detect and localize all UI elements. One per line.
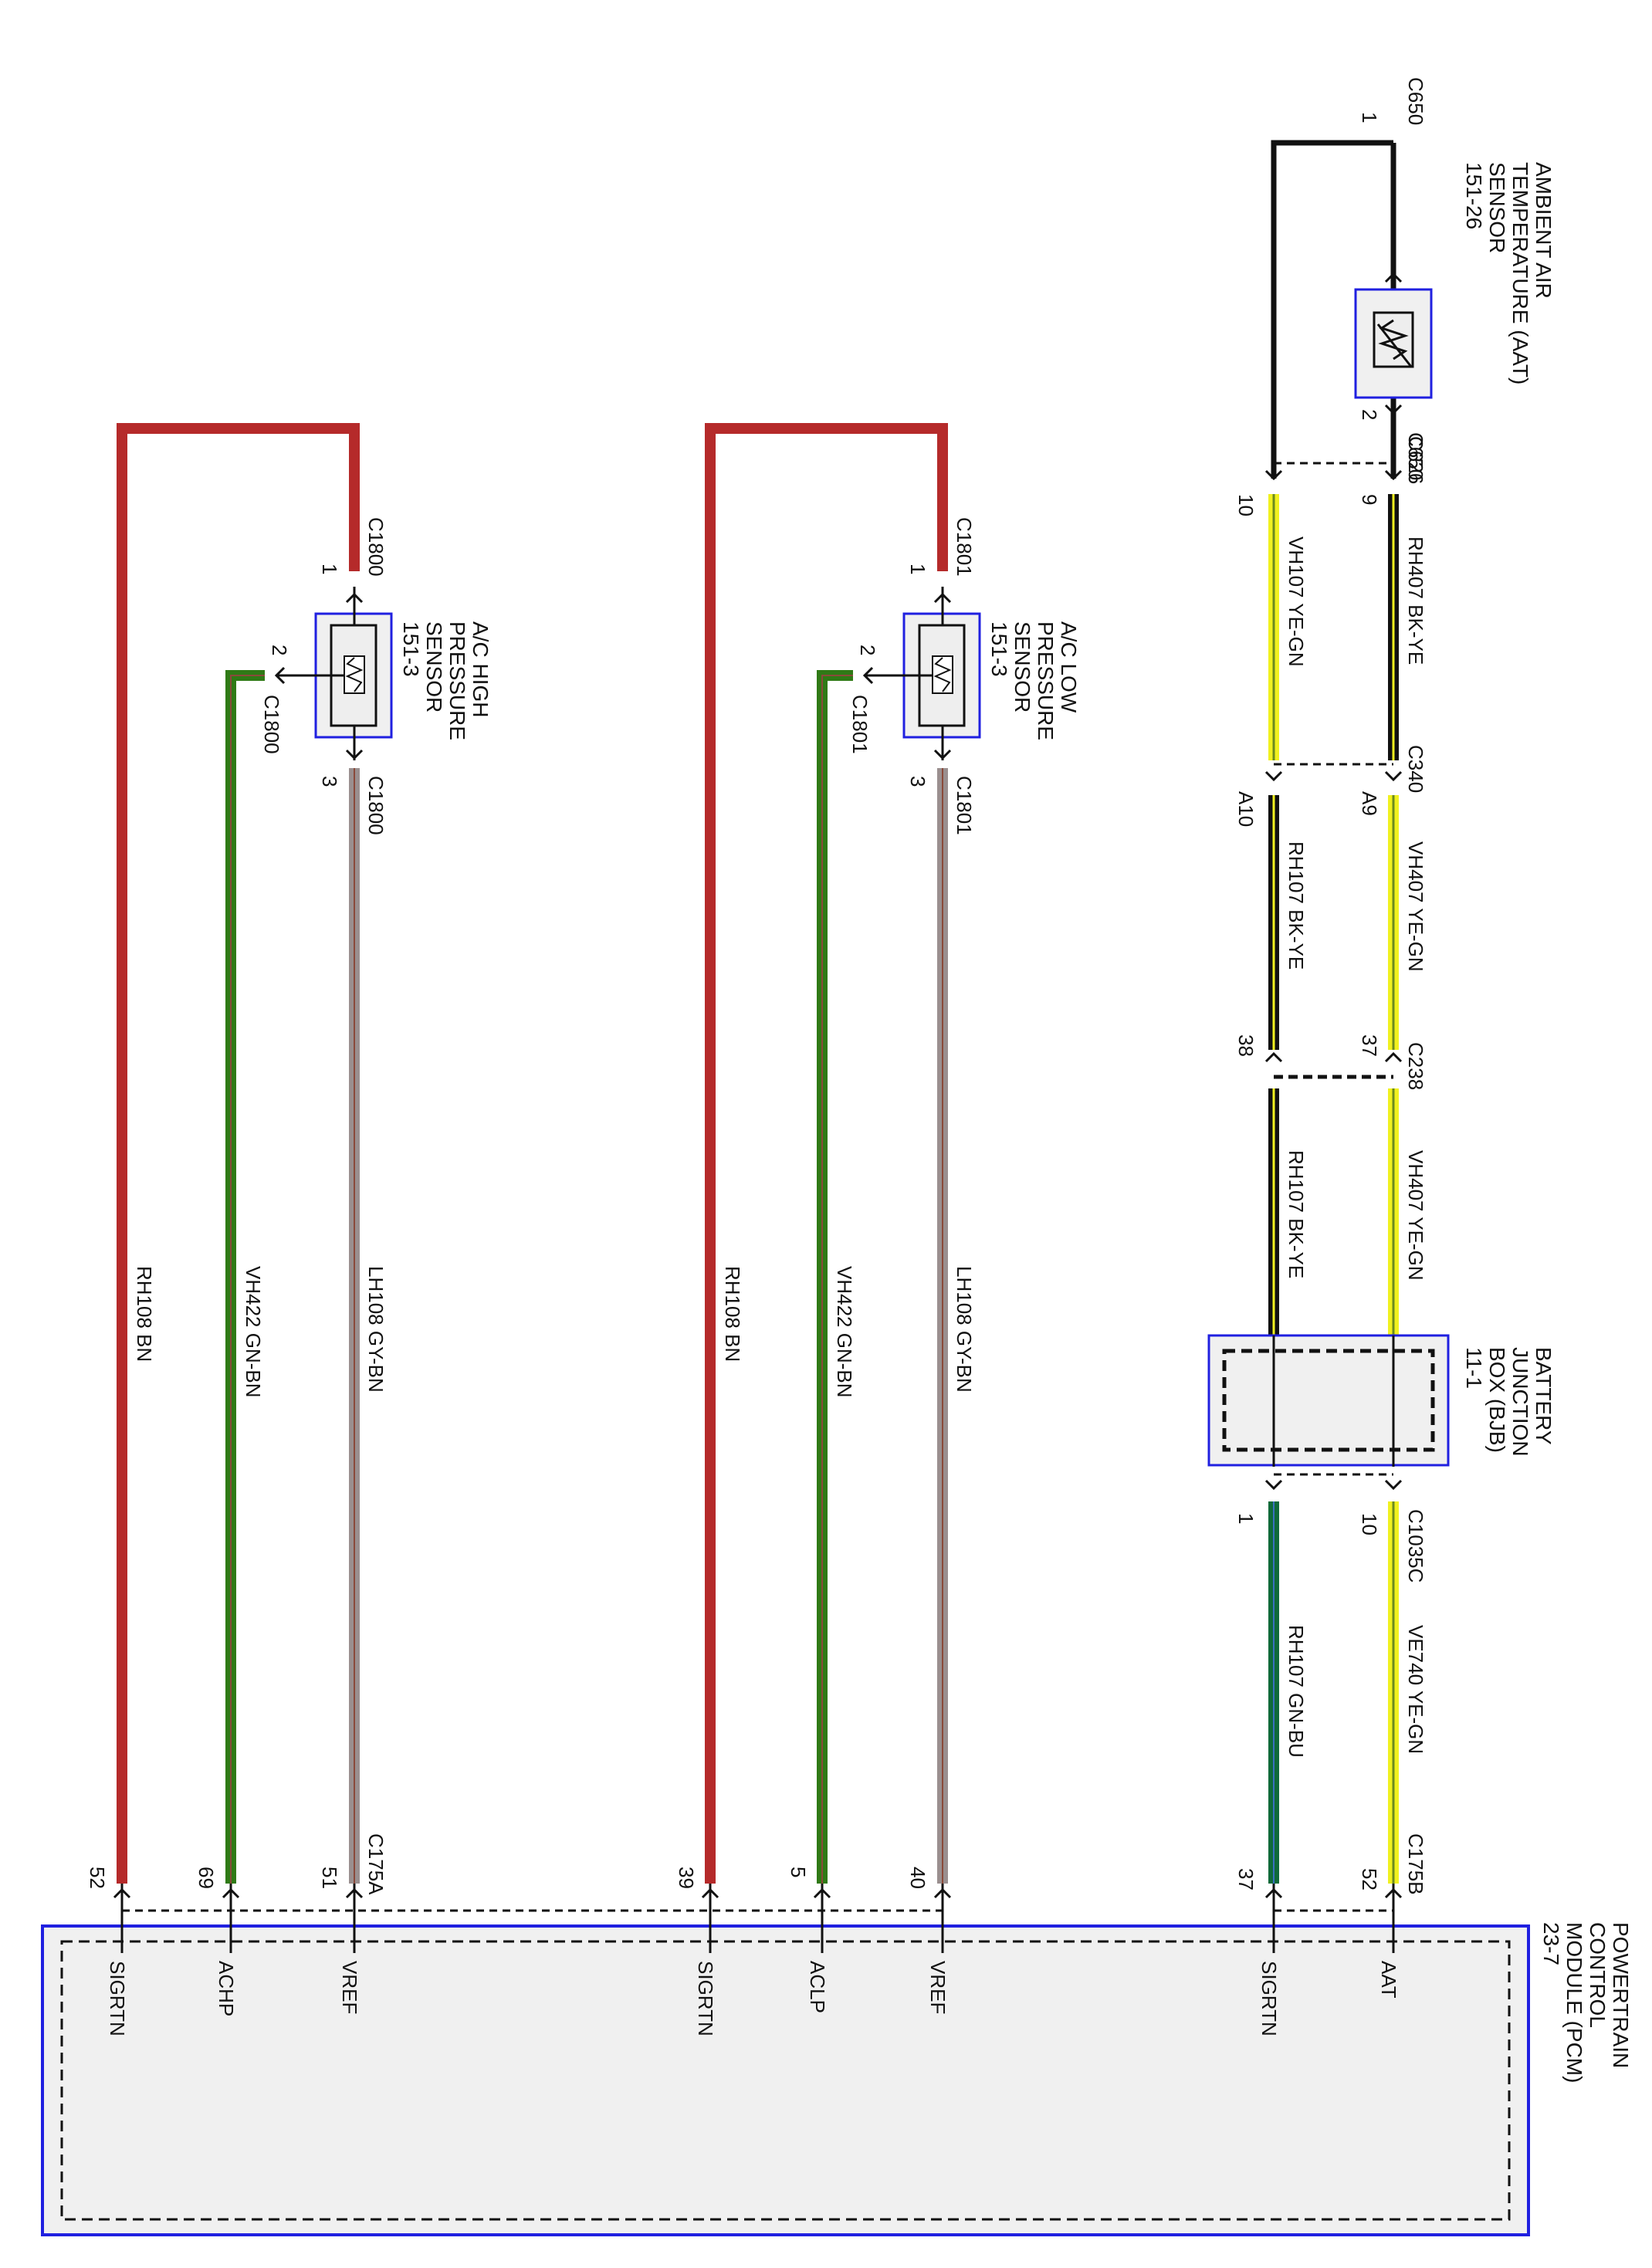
pin-arrow: [345, 749, 364, 760]
wire-vh422-stripe: [821, 675, 853, 1884]
pin-label: 40: [906, 1867, 929, 1889]
connector-label: C1800: [364, 517, 388, 577]
thermistor-symbol: [1378, 319, 1409, 361]
pin-arrow: [1384, 1051, 1403, 1063]
pcm-pin-name: SIGRTN: [694, 1961, 717, 2036]
pin-label: 37: [1358, 1034, 1381, 1057]
pin-arrow: [1264, 1051, 1283, 1063]
pin-label: 69: [195, 1867, 218, 1889]
wire-label: LH108 GY-BN: [953, 1266, 976, 1393]
pin-label: A10: [1234, 791, 1258, 827]
wire-label: RH107 GN-BU: [1285, 1625, 1308, 1758]
wire-rh108-bn: [705, 423, 948, 1884]
pin-label: 9: [1358, 494, 1381, 505]
pin-label: 2: [268, 645, 291, 655]
connector-label: C1800: [260, 695, 283, 754]
pin-label: 1: [1358, 112, 1381, 123]
wire-label: VH422 GN-BN: [833, 1266, 856, 1398]
pin-label: 1: [1234, 1513, 1258, 1524]
connector-label: C1035C: [1404, 1509, 1427, 1583]
connector-label: C340: [1404, 745, 1427, 793]
wire-label: VH107 YE-GN: [1285, 537, 1308, 667]
pin-label: 52: [86, 1867, 109, 1889]
pin-label: 1: [906, 564, 929, 574]
pin-arrow: [1264, 469, 1283, 481]
pin-arrow: [1264, 1479, 1283, 1491]
bjb-box: [1207, 1334, 1450, 1467]
pcm-pin-name: VREF: [926, 1961, 950, 2014]
pin-label: 37: [1234, 1868, 1258, 1891]
wire-label: VH407 YE-GN: [1404, 841, 1427, 972]
pin-label: 39: [675, 1867, 698, 1889]
wire-label: VH407 YE-GN: [1404, 1150, 1427, 1281]
connector-label: C1801: [953, 776, 976, 835]
pcm-inner: [60, 1940, 1511, 2221]
wire-label: RH108 BN: [721, 1266, 744, 1362]
pin-arrow: [1384, 1479, 1403, 1491]
pin-arrow: [933, 749, 952, 760]
pin-arrow: [1384, 469, 1403, 481]
pin-label: 52: [1358, 1868, 1381, 1891]
wire-label: RH108 BN: [133, 1266, 156, 1362]
connector-label: C1801: [953, 517, 976, 577]
pin-arrow: [274, 666, 286, 685]
pin-label: 10: [1234, 494, 1258, 516]
wire-label: RH107 BK-YE: [1285, 841, 1308, 970]
pin-label: 3: [906, 776, 929, 787]
pcm-pin-name: SIGRTN: [1258, 1961, 1281, 2036]
connector-label: C1801: [848, 695, 872, 754]
wire-vh422-stripe: [230, 675, 265, 1884]
pin-arrow: [345, 592, 364, 604]
wire-rh108-bn: [117, 423, 360, 1884]
pin-arrow: [1384, 404, 1403, 415]
pcm-pin-name: AAT: [1377, 1961, 1400, 1999]
achp-resistor: [344, 655, 365, 694]
pin-label: 51: [318, 1867, 341, 1889]
thermistor-arrow: [1376, 323, 1413, 367]
pin-arrow: [1264, 770, 1283, 782]
pin-label: 10: [1358, 1513, 1381, 1535]
wire-label: VE740 YE-GN: [1404, 1625, 1427, 1754]
pin-arrow: [1384, 272, 1403, 283]
pcm-label: POWERTRAIN CONTROL MODULE (PCM) 23-7: [1539, 1922, 1633, 2089]
aclp-sensor-label: A/C LOW PRESSURE SENSOR 151-3: [987, 621, 1081, 746]
pcm-pin-name: SIGRTN: [106, 1961, 129, 2036]
wire-label: LH108 GY-BN: [364, 1266, 388, 1393]
wire-label: VH422 GN-BN: [242, 1266, 265, 1398]
bjb-inner: [1222, 1349, 1435, 1452]
wire-aat-loop: [1271, 140, 1393, 479]
aat-sensor-label: AMBIENT AIR TEMPERATURE (AAT) SENSOR 151…: [1462, 162, 1556, 391]
pin-arrow: [862, 666, 874, 685]
pin-label: 1: [318, 564, 341, 574]
pcm-box: [41, 1924, 1530, 2236]
connector-label: C650: [1404, 432, 1427, 480]
pin-arrow: [933, 592, 952, 604]
pin-arrow: [1384, 770, 1403, 782]
pcm-pin-name: ACLP: [806, 1961, 829, 2013]
wire-label: RH407 BK-YE: [1404, 537, 1427, 665]
pin-label: 5: [787, 1867, 810, 1877]
pin-label: 38: [1234, 1034, 1258, 1057]
connector-label: C175A: [364, 1833, 388, 1895]
pin-label: 3: [318, 776, 341, 787]
bjb-label: BATTERY JUNCTION BOX (BJB) 11-1: [1462, 1347, 1556, 1462]
connector-label: C238: [1404, 1042, 1427, 1090]
connector-label: C650: [1404, 77, 1427, 125]
pin-label: 2: [1358, 409, 1381, 420]
resistor-zigzag: [345, 657, 364, 692]
resistor-zigzag: [933, 657, 952, 692]
achp-sensor-label: A/C HIGH PRESSURE SENSOR 151-3: [399, 621, 493, 746]
aclp-resistor: [932, 655, 953, 694]
connector-label: C175B: [1404, 1833, 1427, 1895]
pin-label: 2: [856, 645, 879, 655]
pcm-pin-name: VREF: [338, 1961, 361, 2014]
connector-label: C626: [1404, 436, 1427, 484]
pcm-pin-name: ACHP: [215, 1961, 238, 2016]
connector-label: C1800: [364, 776, 388, 835]
pin-label: A9: [1358, 791, 1381, 816]
wire-label: RH107 BK-YE: [1285, 1150, 1308, 1278]
